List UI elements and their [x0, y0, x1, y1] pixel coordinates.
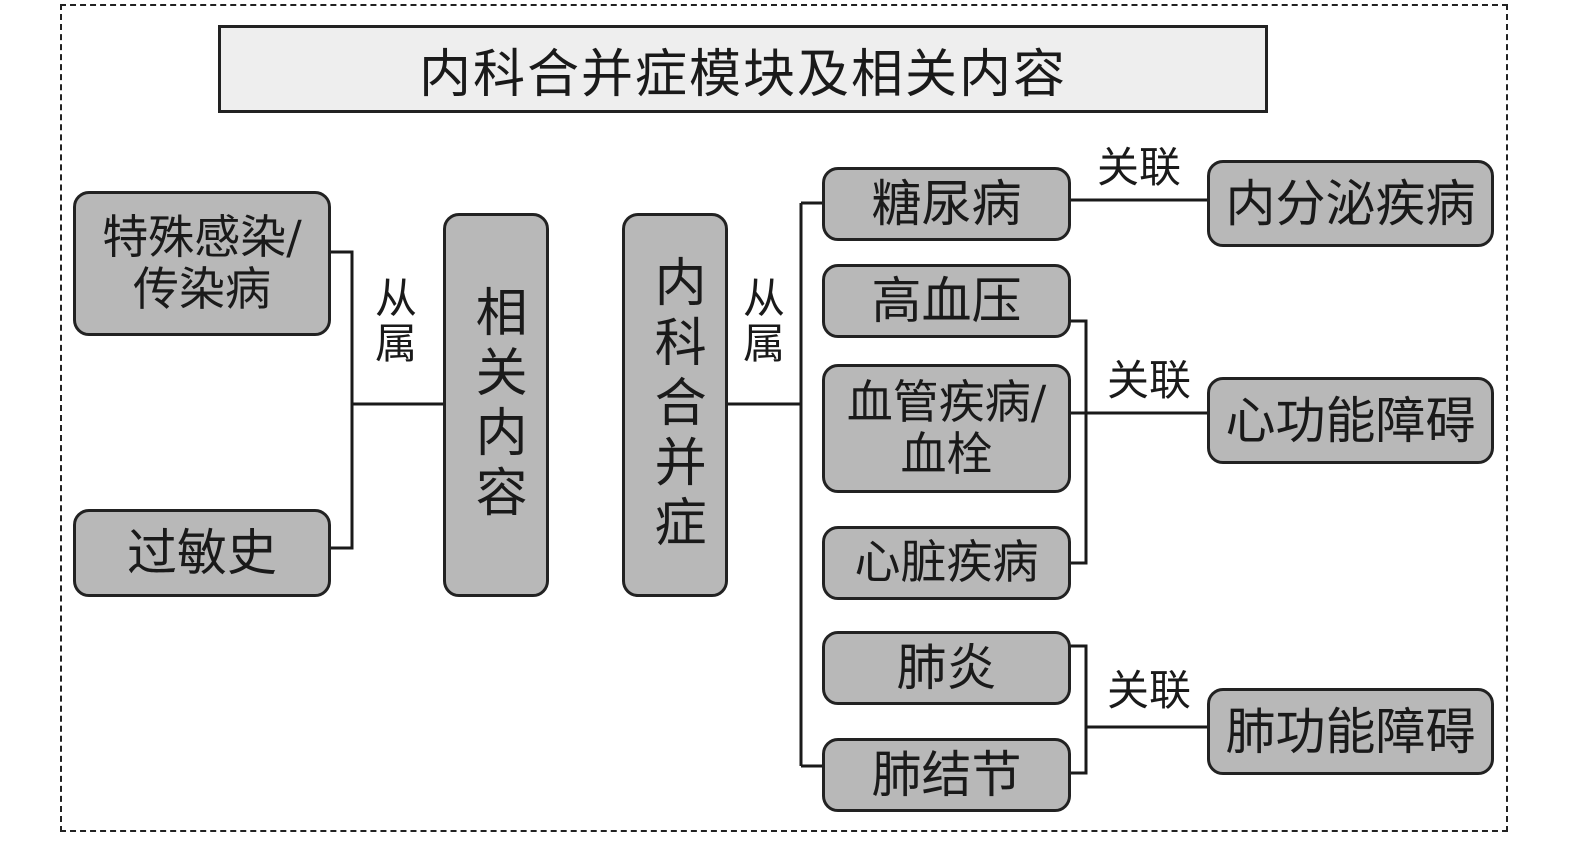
- node-hypertension: 高血压: [822, 264, 1071, 338]
- relation-label-subordinate-left: 从 属: [374, 274, 417, 369]
- node-lung-nodule: 肺结节: [822, 738, 1071, 812]
- node-related-content: 相关内容: [443, 213, 549, 597]
- node-special-infection: 特殊感染/ 传染病: [73, 191, 331, 336]
- node-allergy-history: 过敏史: [73, 509, 331, 597]
- node-endocrine-disease: 内分泌疾病: [1207, 160, 1494, 247]
- connector-cardio-bracket: [1070, 319, 1088, 565]
- node-medical-comorbidity: 内科合并症: [622, 213, 728, 597]
- relation-label-subordinate-right: 从 属: [742, 274, 785, 369]
- relation-label-assoc-cardio: 关联: [1106, 356, 1191, 405]
- node-diabetes: 糖尿病: [822, 167, 1071, 241]
- connector-related-bracket: [330, 250, 354, 550]
- relation-label-assoc-endocrine: 关联: [1096, 143, 1181, 192]
- node-pulmonary-dysfunction: 肺功能障碍: [1207, 688, 1494, 775]
- node-vascular-disease: 血管疾病/ 血栓: [822, 364, 1071, 493]
- diagram-title: 内科合并症模块及相关内容: [218, 25, 1268, 113]
- diagram-frame: [60, 4, 1508, 832]
- connector-lung-bracket: [1070, 644, 1088, 775]
- relation-label-assoc-lung: 关联: [1106, 666, 1191, 715]
- node-heart-disease: 心脏疾病: [822, 526, 1071, 600]
- node-cardiac-dysfunction: 心功能障碍: [1207, 377, 1494, 464]
- node-pneumonia: 肺炎: [822, 631, 1071, 705]
